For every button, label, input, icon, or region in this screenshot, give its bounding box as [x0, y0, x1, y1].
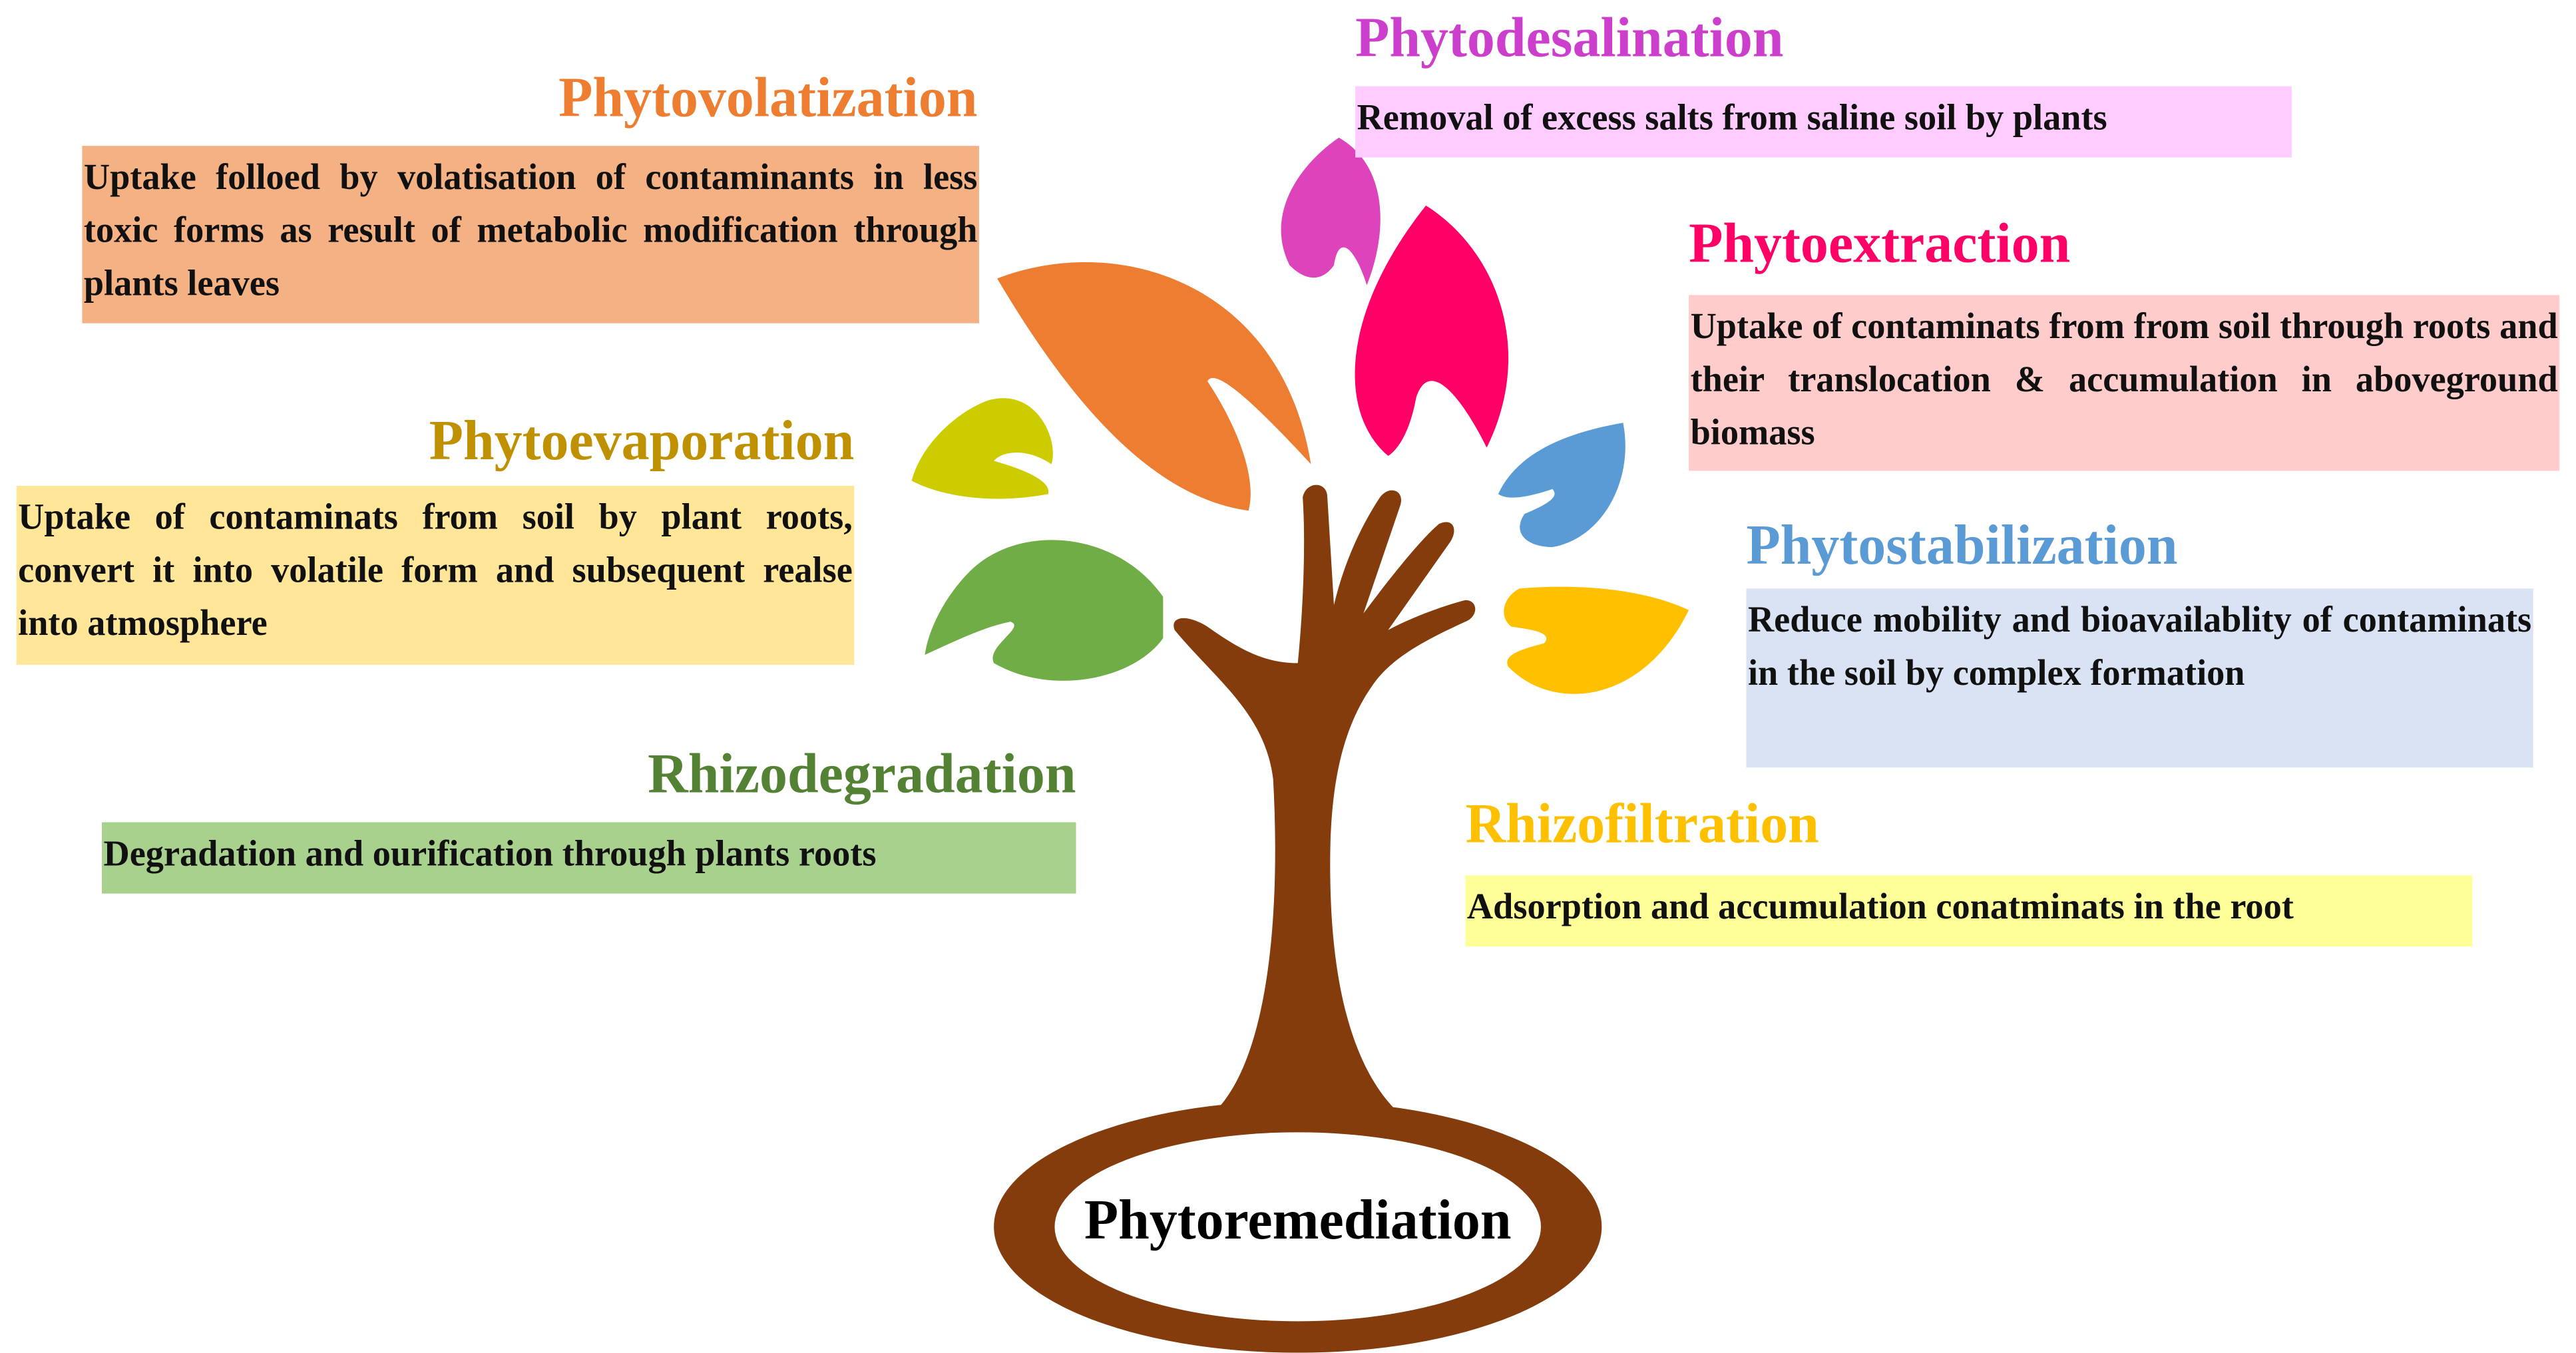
process-title-phytostabilization: Phytostabilization	[1746, 515, 2178, 577]
leaf-blue	[1498, 423, 1625, 548]
process-description-phytodesalination: Removal of excess salts from saline soil…	[1355, 86, 2292, 158]
leaf-green	[925, 540, 1164, 681]
tree-trunk	[1174, 484, 1476, 1111]
leaf-pink	[1355, 205, 1509, 457]
process-title-phytodesalination: Phytodesalination	[1355, 8, 1784, 70]
process-description-phytovolatization: Uptake folloed by volatisation of contam…	[82, 146, 979, 323]
process-title-phytovolatization: Phytovolatization	[558, 68, 978, 130]
process-description-phytostabilization: Reduce mobility and bioavailablity of co…	[1746, 588, 2533, 768]
process-title-phytoextraction: Phytoextraction	[1689, 214, 2071, 276]
root-ring-inner	[1054, 1132, 1541, 1322]
leaf-yellowgreen	[911, 398, 1053, 499]
center-label: Phytoremediation	[1084, 1190, 1512, 1252]
leaf-orange	[997, 262, 1311, 511]
process-description-phytoextraction: Uptake of contaminats from from soil thr…	[1689, 295, 2560, 471]
process-description-rhizofiltration: Adsorption and accumulation conatminats …	[1465, 875, 2473, 947]
leaf-gold	[1504, 586, 1689, 694]
process-title-phytoevaporation: Phytoevaporation	[429, 411, 855, 473]
process-title-rhizodegradation: Rhizodegradation	[648, 744, 1076, 806]
leaf-magenta	[1281, 137, 1381, 286]
process-description-phytoevaporation: Uptake of contaminats from soil by plant…	[16, 485, 855, 665]
process-description-rhizodegradation: Degradation and ourification through pla…	[102, 822, 1076, 894]
process-title-rhizofiltration: Rhizofiltration	[1465, 794, 1819, 856]
